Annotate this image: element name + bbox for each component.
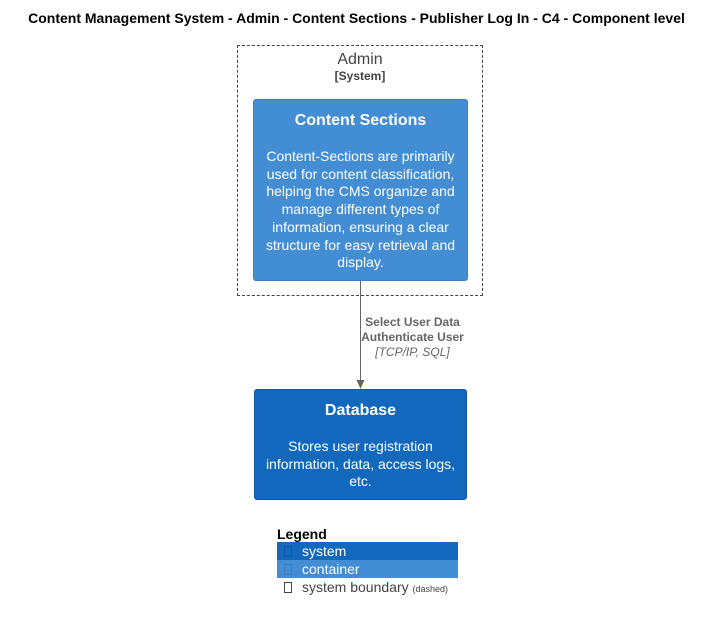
legend-item-system: system: [277, 542, 458, 560]
database-title: Database: [324, 402, 397, 419]
legend-label-container: container: [302, 561, 360, 577]
legend: Legend system container system boundary …: [277, 526, 458, 595]
boundary-type: [System]: [334, 69, 386, 83]
content-sections-title: Content Sections: [294, 112, 427, 129]
database-description: Stores user registration information, da…: [265, 438, 456, 490]
boundary-title: Admin: [337, 51, 383, 68]
arrowhead-icon: [356, 380, 365, 389]
content-sections-container[interactable]: Content Sections Content-Sections are pr…: [253, 99, 468, 281]
database-system[interactable]: Database Stores user registration inform…: [254, 389, 467, 500]
legend-label-boundary: system boundary: [302, 579, 409, 595]
legend-item-boundary: system boundary (dashed): [277, 578, 477, 596]
boundary-swatch-icon: [284, 582, 292, 593]
legend-boundary-note: (dashed): [412, 584, 449, 594]
relationship-label-select: Select User Data: [365, 315, 460, 329]
relationship-technology: [TCP/IP, SQL]: [375, 345, 450, 359]
content-sections-description: Content-Sections are primarily used for …: [265, 148, 456, 271]
relationship-label-authenticate: Authenticate User: [361, 330, 464, 344]
legend-item-container: container: [277, 560, 458, 578]
legend-title: Legend: [277, 526, 327, 542]
diagram-title: Content Management System - Admin - Cont…: [28, 10, 685, 26]
legend-label-system: system: [302, 543, 347, 559]
system-swatch-icon: [284, 546, 292, 557]
container-swatch-icon: [284, 564, 292, 575]
